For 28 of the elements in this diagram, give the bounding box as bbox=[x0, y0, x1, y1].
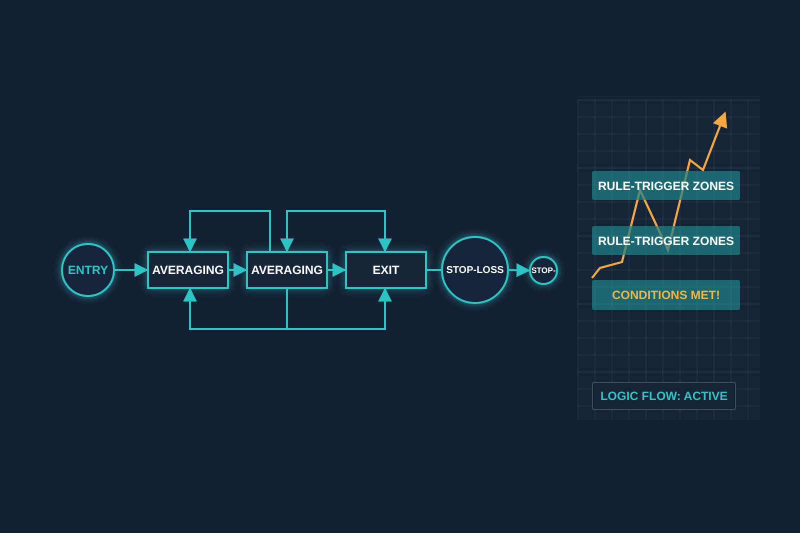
alert-label: CONDITIONS MET! bbox=[612, 288, 720, 302]
arrow bbox=[115, 263, 148, 277]
zone-label: RULE-TRIGGER ZONES bbox=[598, 234, 734, 248]
status-panel bbox=[592, 382, 736, 410]
node-label: EXIT bbox=[372, 263, 400, 277]
arrow bbox=[328, 263, 346, 277]
node-label: AVERAGING bbox=[251, 263, 323, 277]
node-label: STOP-LOSS bbox=[446, 264, 504, 276]
arrow bbox=[508, 263, 530, 278]
process-box bbox=[246, 251, 328, 289]
process-box bbox=[147, 251, 229, 289]
arrow bbox=[183, 210, 271, 252]
arrow bbox=[280, 210, 392, 252]
arrow bbox=[183, 288, 288, 330]
arrow bbox=[229, 263, 248, 277]
node-label: STOP- bbox=[531, 266, 556, 275]
state-circle bbox=[61, 243, 115, 297]
state-circle bbox=[529, 256, 558, 285]
node-label: AVERAGING bbox=[152, 263, 224, 277]
alert-banner bbox=[592, 280, 740, 310]
arrow bbox=[286, 288, 392, 330]
node-label: ENTRY bbox=[68, 263, 108, 277]
zone-label: RULE-TRIGGER ZONES bbox=[598, 178, 734, 192]
zone-banner bbox=[592, 171, 740, 200]
zone-banner bbox=[592, 226, 740, 255]
status-label: LOGIC FLOW: ACTIVE bbox=[600, 389, 728, 403]
state-circle bbox=[441, 236, 509, 304]
process-box bbox=[345, 251, 427, 289]
